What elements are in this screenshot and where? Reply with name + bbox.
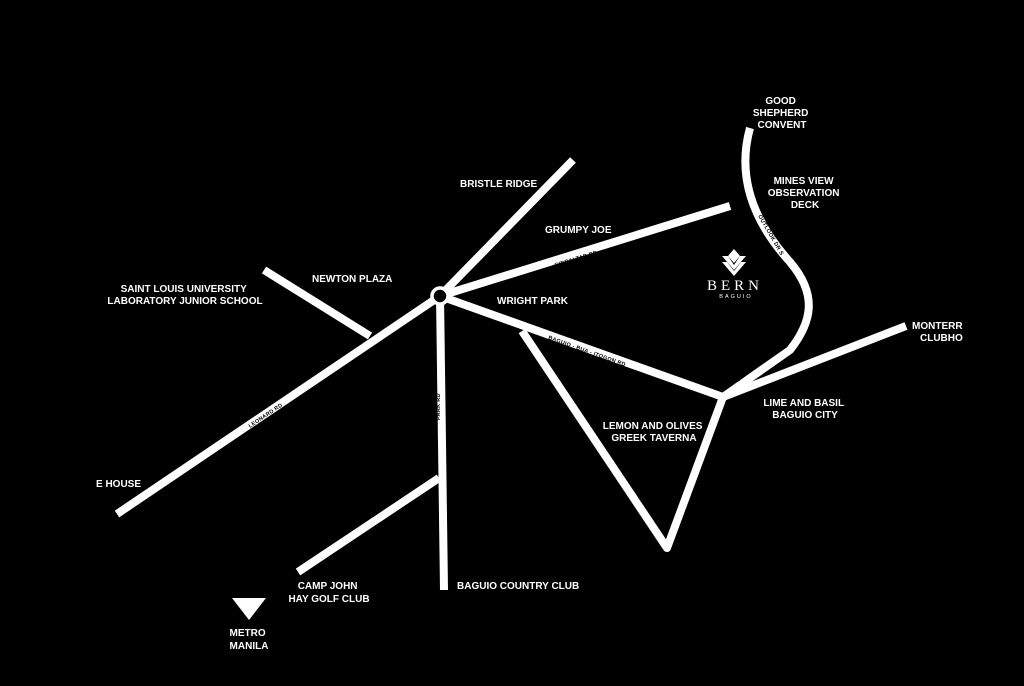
label-monterrazas: MONTERR CLUBHO [912,321,965,344]
road-newton-plaza [261,266,373,340]
label-saint-louis: SAINT LOUIS UNIVERSITY LABORATORY JUNIOR… [107,284,262,307]
label-bristle-ridge: BRISTLE RIDGE [460,179,538,190]
label-line: E HOUSE [96,479,141,490]
label-line: CLUBHO [920,333,963,344]
label-line: SAINT LOUIS UNIVERSITY [121,284,247,295]
label-line: LEMON AND OLIVES [603,421,703,432]
label-line: DECK [791,200,820,211]
road-bristle-ridge [437,157,576,299]
label-line: BRISTLE RIDGE [460,179,538,190]
road-label-park: PARK RD [436,393,442,420]
road-monterrazas [721,322,908,401]
label-line: CONVENT [758,120,807,131]
road-park [436,295,448,591]
label-good-shepherd: GOOD SHEPHERD CONVENT [753,96,811,131]
label-line: MONTERR [912,321,963,332]
label-wright-park: WRIGHT PARK [497,296,569,307]
road-gibraltar [438,202,732,300]
label-line: LIME AND BASIL [763,398,844,409]
label-line: CAMP JOHN [298,581,358,592]
label-line: MINES VIEW [774,176,835,187]
bern-logo-icon [722,249,746,276]
label-lemon-and-olives: LEMON AND OLIVES GREEK TAVERNA [603,421,705,444]
label-newton-plaza: NEWTON PLAZA [312,274,392,285]
label-line: GREEK TAVERNA [611,433,696,444]
label-line: NEWTON PLAZA [312,274,392,285]
label-line: BAGUIO COUNTRY CLUB [457,581,579,592]
label-the-house: E HOUSE [96,479,141,490]
label-line: GOOD [765,96,796,107]
brand-sub: BAGUIO [719,294,752,300]
road-baguio-bua-itogon [438,292,725,401]
label-metro-manila: METRO MANILA [230,628,269,652]
label-line: OBSERVATION [768,188,840,199]
label-grumpy-joe: GRUMPY JOE [545,225,612,236]
label-line: LABORATORY JUNIOR SCHOOL [107,296,262,307]
down-triangle-icon [232,598,266,620]
rotunda [430,286,450,306]
road-camp-john-hay [295,474,442,576]
roads [114,126,908,591]
bern-logo: BERN BAGUIO [707,249,763,300]
label-line: WRIGHT PARK [497,296,569,307]
label-line: GRUMPY JOE [545,225,612,236]
label-line: METRO [230,628,266,639]
label-lime-and-basil: LIME AND BASIL BAGUIO CITY [763,398,846,421]
landmark-labels: GOOD SHEPHERD CONVENT MINES VIEW OBSERVA… [96,96,965,652]
label-line: MANILA [230,641,269,652]
brand-name: BERN [707,278,763,294]
road-lemon-olives-loop [518,328,727,552]
label-line: HAY GOLF CLUB [288,594,369,605]
road-outlook-drive [720,126,813,401]
label-baguio-country-club: BAGUIO COUNTRY CLUB [457,581,579,592]
label-mines-view: MINES VIEW OBSERVATION DECK [768,176,842,211]
road-leonard-wood [114,292,443,518]
label-line: SHEPHERD [753,108,809,119]
label-line: BAGUIO CITY [772,410,838,421]
label-camp-john-hay: CAMP JOHN HAY GOLF CLUB [288,581,369,605]
